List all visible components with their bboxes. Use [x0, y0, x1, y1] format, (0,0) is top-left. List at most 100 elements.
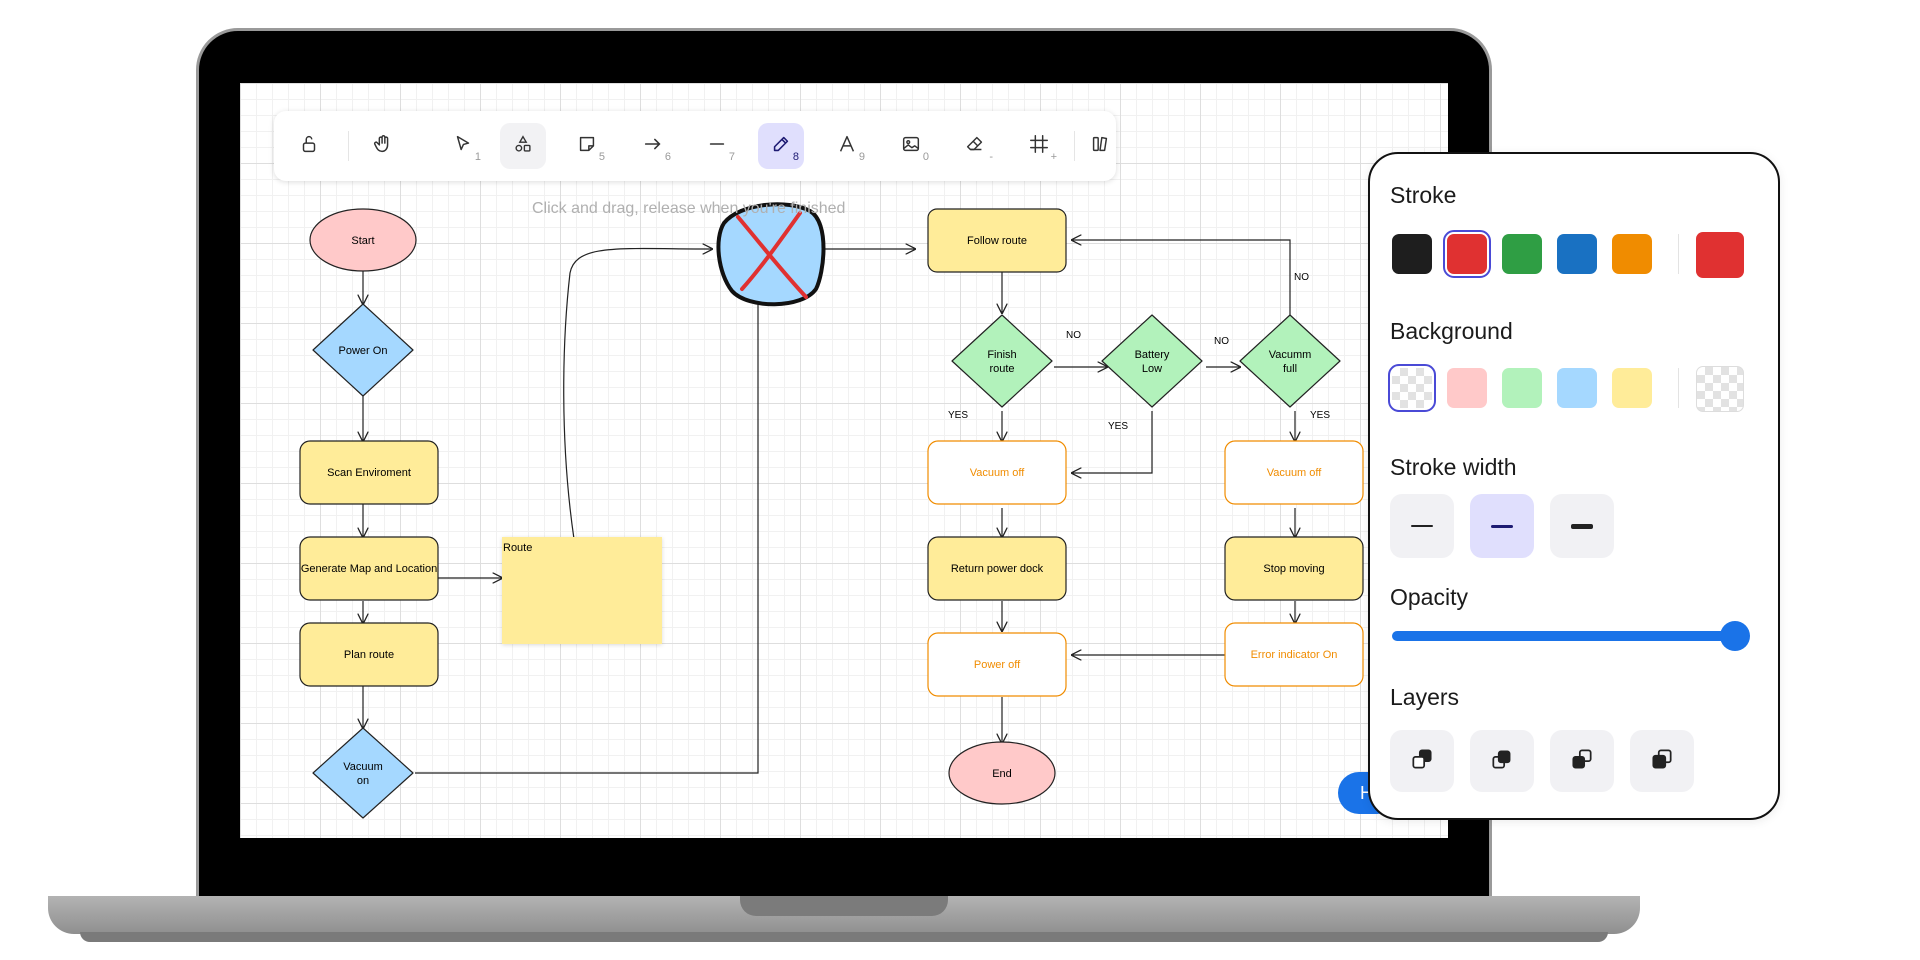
- background-title: Background: [1390, 318, 1513, 344]
- tool-library[interactable]: [1082, 123, 1118, 169]
- flowchart-canvas[interactable]: Start Power On Scan Enviroment Generate …: [240, 83, 1448, 838]
- library-icon: [1089, 133, 1111, 160]
- shapes-icon: [512, 133, 534, 160]
- freehand-x-mark[interactable]: [716, 202, 826, 307]
- svg-text:Battery: Battery: [1135, 349, 1170, 361]
- node-vacumm-full[interactable]: Vacumm full: [1239, 314, 1341, 408]
- svg-text:Vacuum off: Vacuum off: [1267, 467, 1323, 479]
- svg-text:Scan Enviroment: Scan Enviroment: [327, 467, 411, 479]
- stroke-color-orange[interactable]: [1612, 234, 1652, 274]
- text-icon: [836, 133, 858, 160]
- line-icon: [706, 133, 728, 160]
- svg-text:Power off: Power off: [974, 659, 1021, 671]
- node-follow-route[interactable]: Follow route: [927, 208, 1067, 273]
- svg-text:Error indicator On: Error indicator On: [1251, 649, 1338, 661]
- stroke-color-black[interactable]: [1392, 234, 1432, 274]
- stroke-width-thin[interactable]: [1390, 494, 1454, 558]
- background-color-green[interactable]: [1502, 368, 1542, 408]
- node-vacuum-off-right[interactable]: Vacuum off: [1224, 440, 1364, 505]
- node-power-off[interactable]: Power off: [927, 632, 1067, 697]
- laptop-foot: [80, 932, 1608, 942]
- edge-labels: NO NO NO YES YES YES: [948, 272, 1330, 432]
- node-error-indicator[interactable]: Error indicator On: [1224, 622, 1364, 687]
- sticky-note-icon: [576, 133, 598, 160]
- background-color-yellow[interactable]: [1612, 368, 1652, 408]
- svg-text:YES: YES: [1310, 410, 1330, 421]
- image-icon: [900, 133, 922, 160]
- tool-arrow[interactable]: 6: [630, 123, 676, 169]
- frame-icon: [1028, 133, 1050, 160]
- bring-to-front-button[interactable]: [1630, 730, 1694, 792]
- svg-text:NO: NO: [1066, 330, 1081, 341]
- opacity-title: Opacity: [1390, 584, 1468, 610]
- pointer-icon: [452, 133, 474, 160]
- tool-frame[interactable]: +: [1016, 123, 1062, 169]
- node-generate[interactable]: Generate Map and Location: [299, 536, 439, 601]
- node-stop-moving[interactable]: Stop moving: [1224, 536, 1364, 601]
- tool-draw[interactable]: 8: [758, 123, 804, 169]
- bring-forward-icon: [1569, 746, 1595, 777]
- stroke-color-green[interactable]: [1502, 234, 1542, 274]
- svg-text:Vacumm: Vacumm: [1269, 349, 1312, 361]
- svg-text:full: full: [1283, 363, 1297, 375]
- tool-selection[interactable]: 1: [440, 123, 486, 169]
- stroke-current-color[interactable]: [1696, 232, 1744, 278]
- svg-text:Return power dock: Return power dock: [951, 563, 1044, 575]
- node-vacuum-off-left[interactable]: Vacuum off: [927, 440, 1067, 505]
- node-scan[interactable]: Scan Enviroment: [299, 440, 439, 505]
- hand-icon: [372, 133, 394, 160]
- svg-text:NO: NO: [1214, 336, 1229, 347]
- send-backward-button[interactable]: [1470, 730, 1534, 792]
- stroke-width-extra-bold[interactable]: [1550, 494, 1614, 558]
- send-backward-icon: [1489, 746, 1515, 777]
- laptop-notch: [740, 896, 948, 916]
- toolbar-divider: [348, 131, 349, 161]
- node-start[interactable]: Start: [309, 208, 417, 272]
- tool-hand[interactable]: [360, 123, 406, 169]
- background-color-transparent[interactable]: [1388, 364, 1436, 412]
- bring-forward-button[interactable]: [1550, 730, 1614, 792]
- opacity-slider-track[interactable]: [1392, 631, 1730, 641]
- canvas-screen[interactable]: Start Power On Scan Enviroment Generate …: [240, 83, 1448, 838]
- background-color-blue[interactable]: [1557, 368, 1597, 408]
- node-finish-route[interactable]: Finish route: [951, 314, 1053, 408]
- node-return-dock[interactable]: Return power dock: [927, 536, 1067, 601]
- svg-text:Plan route: Plan route: [344, 649, 394, 661]
- stroke-color-blue[interactable]: [1557, 234, 1597, 274]
- toolbar: 1 5 6 7 8 9 0 -: [274, 111, 1116, 181]
- svg-text:Power On: Power On: [339, 345, 388, 357]
- tool-line[interactable]: 7: [694, 123, 740, 169]
- bring-to-front-icon: [1649, 746, 1675, 777]
- send-to-back-button[interactable]: [1390, 730, 1454, 792]
- svg-text:Follow route: Follow route: [967, 235, 1027, 247]
- tool-lock[interactable]: [286, 123, 332, 169]
- tool-shapes[interactable]: [500, 123, 546, 169]
- node-end[interactable]: End: [948, 741, 1056, 805]
- svg-text:YES: YES: [1108, 421, 1128, 432]
- unlock-icon: [298, 133, 320, 160]
- svg-text:Finish: Finish: [987, 349, 1016, 361]
- tool-eraser[interactable]: -: [952, 123, 998, 169]
- node-power-on[interactable]: Power On: [312, 303, 414, 397]
- tool-image[interactable]: 0: [888, 123, 934, 169]
- connectors: [363, 240, 1295, 774]
- svg-text:Vacuum: Vacuum: [343, 761, 383, 773]
- node-plan[interactable]: Plan route: [299, 622, 439, 687]
- properties-panel: Stroke Background Stroke width Opacity L…: [1368, 152, 1780, 820]
- sticky-note-route[interactable]: Route: [502, 537, 662, 644]
- background-color-pink[interactable]: [1447, 368, 1487, 408]
- stroke-width-title: Stroke width: [1390, 454, 1517, 480]
- stroke-color-red[interactable]: [1443, 230, 1491, 278]
- layers-title: Layers: [1390, 684, 1460, 710]
- node-battery-low[interactable]: Battery Low: [1101, 314, 1203, 408]
- svg-text:Route: Route: [503, 542, 532, 554]
- background-current-color[interactable]: [1696, 366, 1744, 412]
- send-to-back-icon: [1409, 746, 1435, 777]
- tool-sticky[interactable]: 5: [564, 123, 610, 169]
- arrow-icon: [642, 133, 664, 160]
- opacity-slider-thumb[interactable]: [1720, 621, 1750, 651]
- svg-text:YES: YES: [948, 410, 968, 421]
- stroke-width-bold[interactable]: [1470, 494, 1534, 558]
- node-vacuum-on[interactable]: Vacuum on: [312, 727, 414, 819]
- tool-text[interactable]: 9: [824, 123, 870, 169]
